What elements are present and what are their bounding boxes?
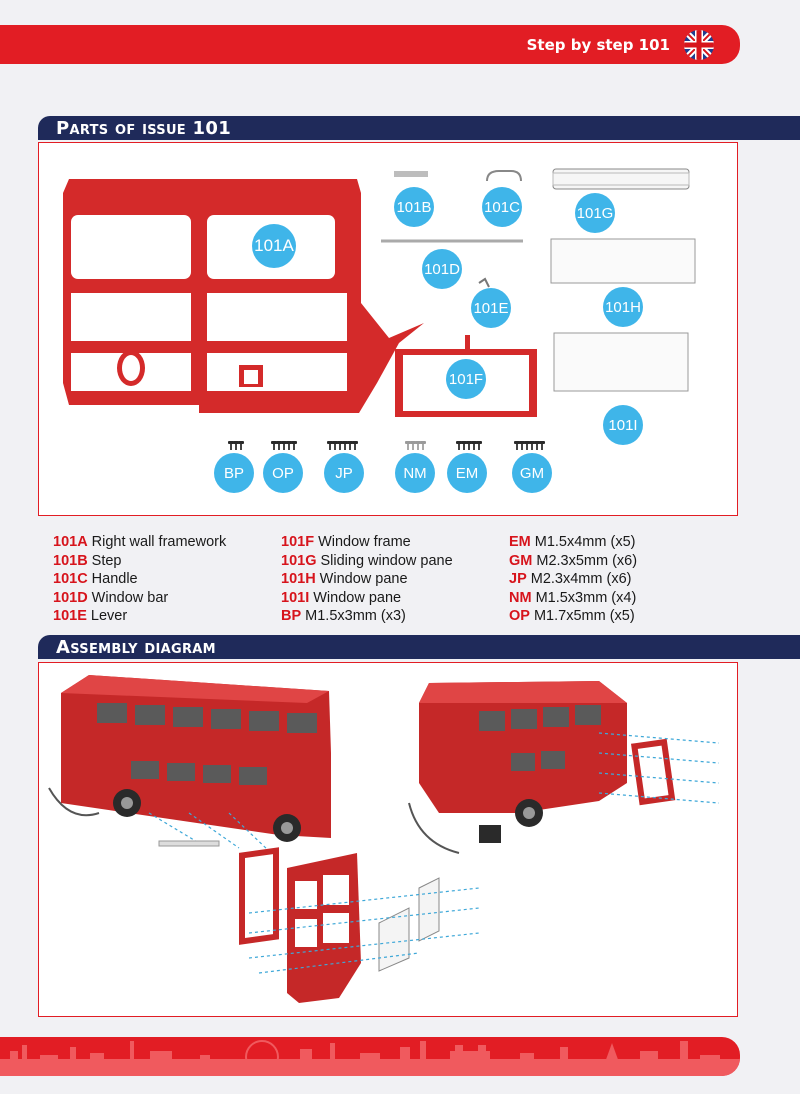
badge-bp: BP	[214, 453, 254, 493]
right-wall-framework-illustration	[63, 179, 424, 413]
screws-bp	[228, 441, 244, 450]
uk-flag-icon	[684, 30, 714, 60]
badge-jp: JP	[324, 453, 364, 493]
parts-panel: 101A 101B 101C 101G 101D 101E 101H 101F …	[38, 142, 738, 516]
assembly-section-header: Assembly diagram	[38, 635, 800, 659]
footer-skyline-banner	[0, 1037, 740, 1076]
london-skyline-icon	[0, 1040, 740, 1076]
top-banner: Step by step 101	[0, 25, 740, 64]
badge-em: EM	[447, 453, 487, 493]
badge-nm: NM	[395, 453, 435, 493]
badge-101c: 101C	[482, 187, 522, 227]
assembly-illustration	[48, 675, 720, 1003]
screws-em	[456, 441, 482, 450]
badge-op: OP	[263, 453, 303, 493]
badge-101f: 101F	[446, 359, 486, 399]
wall-exploded-illustration	[239, 847, 480, 1003]
parts-section-title: Parts of issue 101	[56, 118, 232, 139]
badge-101g: 101G	[575, 193, 615, 233]
screws-op	[271, 441, 297, 450]
badge-gm: GM	[512, 453, 552, 493]
parts-illustration	[63, 168, 696, 417]
badge-101b: 101B	[394, 187, 434, 227]
bus-right-illustration	[408, 681, 720, 854]
badge-101a: 101A	[252, 224, 296, 268]
bus-left-illustration	[48, 675, 331, 852]
badge-101i: 101I	[603, 405, 643, 445]
badge-101d: 101D	[422, 249, 462, 289]
assembly-panel	[38, 662, 738, 1017]
badge-101h: 101H	[603, 287, 643, 327]
parts-section-header: Parts of issue 101	[38, 116, 800, 140]
screws-nm	[405, 441, 426, 450]
assembly-section-title: Assembly diagram	[56, 637, 216, 658]
page-title: Step by step 101	[526, 36, 670, 54]
screws-gm	[514, 441, 545, 450]
badge-101e: 101E	[471, 288, 511, 328]
screws-jp	[327, 441, 358, 450]
